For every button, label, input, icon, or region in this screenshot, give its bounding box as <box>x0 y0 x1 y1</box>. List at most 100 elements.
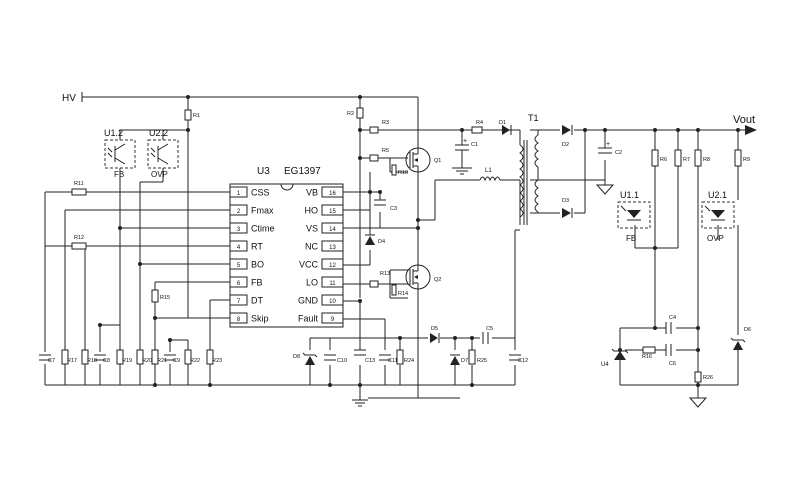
r5-label: R5 <box>382 148 389 154</box>
r22-label: R22 <box>190 358 200 364</box>
ic-pin-number: 7 <box>237 299 241 305</box>
r9-label: R9 <box>743 157 750 163</box>
d6-label: D6 <box>744 327 751 333</box>
resistor-r18 <box>81 349 89 365</box>
u2-2-label: U2.2 <box>149 128 168 138</box>
inductor-l1 <box>479 176 501 182</box>
resistor-r4 <box>471 126 483 134</box>
ic-pin-name: Skip <box>251 314 269 324</box>
ic-pin-name: DT <box>251 296 263 306</box>
capacitor-c1 <box>455 144 469 151</box>
ic-pin-name: HO <box>305 206 319 216</box>
shunt-regulator-u4 <box>611 348 629 360</box>
c5-label: C5 <box>486 326 493 332</box>
resistor-r21 <box>151 349 159 365</box>
ic-pin-name: Fault <box>298 314 319 324</box>
d1-label: D1 <box>499 120 506 126</box>
vout-label: Vout <box>733 114 755 126</box>
capacitor-c11 <box>379 354 391 361</box>
diode-d2 <box>562 125 573 135</box>
resistor-r17 <box>61 349 69 365</box>
resistor-r26 <box>694 371 702 383</box>
junction-dots <box>98 95 740 387</box>
ic-pin-number: 15 <box>329 209 336 215</box>
ic-pin-box <box>229 312 248 324</box>
ic-pin-name: VS <box>306 224 318 234</box>
u2-2-ovp-label: OVP <box>151 170 168 179</box>
ic-pin-box <box>321 222 344 234</box>
diode-d4 <box>365 234 375 245</box>
capacitor-c9 <box>164 354 176 361</box>
ic-pin-box <box>229 204 248 216</box>
u2-1-ovp-label: OVP <box>707 234 724 243</box>
r11-label: R11 <box>74 181 84 187</box>
d5-label: D5 <box>431 326 438 332</box>
u1-1-fb-label: FB <box>626 234 636 243</box>
resistor-r19 <box>116 349 124 365</box>
d4-label: D4 <box>378 239 385 245</box>
ic-pin-number: 9 <box>331 317 335 323</box>
c12-label: C12 <box>518 358 528 364</box>
diode-d6 <box>730 337 746 350</box>
ic-pin-number: 2 <box>237 209 241 215</box>
capacitor-c5 <box>482 332 489 344</box>
ic-pin-number: 14 <box>329 227 336 233</box>
resistor-r23 <box>206 349 214 365</box>
c2-label: C2 <box>615 150 622 156</box>
diode-d7 <box>450 354 460 365</box>
resistor-r16 <box>642 346 656 354</box>
ic-pin-box <box>229 222 248 234</box>
resistor-r20 <box>136 349 144 365</box>
capacitor-c12 <box>509 354 521 361</box>
ic-pin-box <box>321 204 344 216</box>
resistor-r1 <box>184 109 192 121</box>
resistor-r22 <box>184 349 192 365</box>
ic-pin-box <box>321 240 344 252</box>
r6-label: R6 <box>660 157 667 163</box>
diode-d3 <box>562 208 573 218</box>
capacitors <box>39 144 672 361</box>
ic-pin-name: NC <box>305 242 318 252</box>
u1-1-label: U1.1 <box>620 190 639 200</box>
ic-pin-box <box>229 240 248 252</box>
r12-label: R12 <box>74 235 84 241</box>
ground-symbols <box>595 184 708 408</box>
ic-pin-name: Fmax <box>251 206 274 216</box>
ic-pin-box <box>229 258 248 270</box>
optocoupler-u2-1 <box>701 201 735 229</box>
text-labels: HV Vout T1 L1 U1.2 U2.2 FB OVP U1.1 U2.1… <box>48 93 755 381</box>
ic-pin-name: RT <box>251 242 263 252</box>
ic-pin-name: LO <box>306 278 318 288</box>
c3-label: C3 <box>390 206 397 212</box>
r18-label: R18 <box>87 358 97 364</box>
capacitor-c10 <box>324 354 336 361</box>
c13-label: C13 <box>365 358 375 364</box>
diode-d8 <box>302 352 318 365</box>
u1-2-fb-label: FB <box>114 170 124 179</box>
ic-pin-name: GND <box>298 296 319 306</box>
ic-pin-number: 11 <box>329 281 336 287</box>
capacitor-c2 <box>598 147 612 154</box>
optocoupler-u2-2 <box>147 139 179 169</box>
ic-pin-number: 12 <box>329 263 336 269</box>
ic-pin-name: VB <box>306 188 318 198</box>
ic-pin-box <box>229 276 248 288</box>
ic-pin-box <box>321 258 344 270</box>
ic-pin-name: Ctime <box>251 224 275 234</box>
r24-label: R24 <box>404 358 414 364</box>
resistors <box>61 107 742 383</box>
c10-label: C10 <box>337 358 347 364</box>
q1-label: Q1 <box>434 158 441 164</box>
c4-label: C4 <box>669 315 676 321</box>
capacitor-c8 <box>94 354 106 361</box>
r26-label: R26 <box>703 375 713 381</box>
polarity-marks: + + <box>463 138 610 148</box>
ic-pin-box <box>229 186 248 198</box>
r17-label: R17 <box>67 358 77 364</box>
r13-label: R13 <box>380 271 390 277</box>
t1-label: T1 <box>528 113 539 123</box>
ic-pin-number: 8 <box>237 317 241 323</box>
